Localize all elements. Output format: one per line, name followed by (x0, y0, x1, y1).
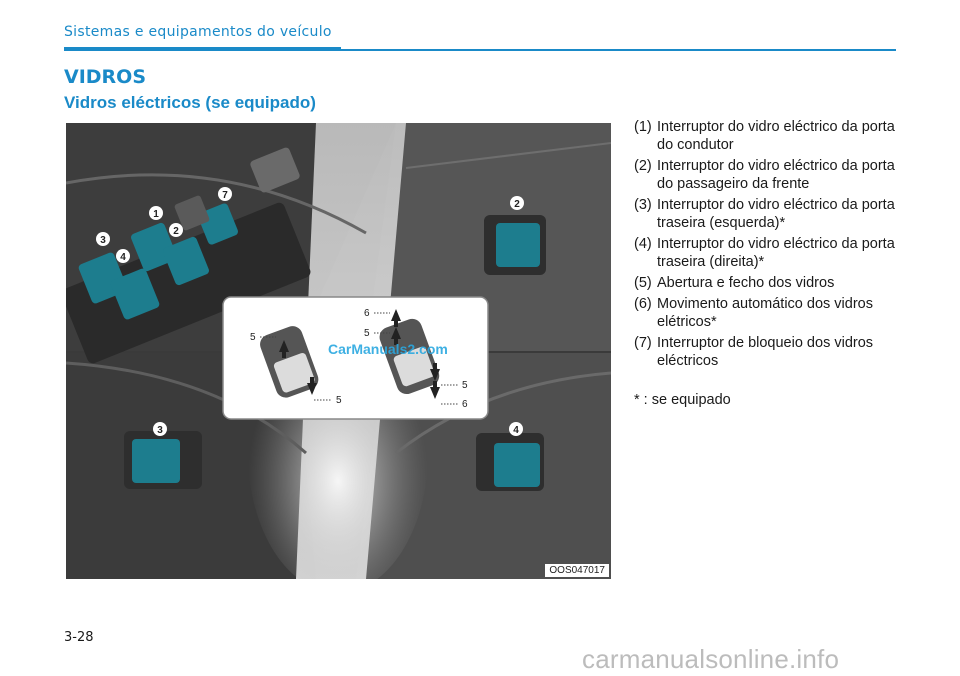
chapter-title: VIDROS (64, 66, 147, 88)
legend-text: Movimento automático dos vidros elétrico… (657, 296, 873, 330)
driver-switch-cluster (66, 147, 311, 364)
legend-item: (1) Interruptor do vidro eléctrico da por… (634, 118, 904, 154)
legend-text: Interruptor do vidro eléctrico da porta … (657, 158, 895, 192)
legend-num: (1) (634, 119, 652, 135)
callout-3-rear: 3 (157, 425, 163, 436)
legend-item: (2) Interruptor do vidro eléctrico da por… (634, 157, 904, 193)
figure-watermark: CarManuals2.com (328, 341, 448, 357)
legend-text: Interruptor do vidro eléctrico da porta … (657, 197, 895, 231)
callout-4: 4 (120, 252, 126, 263)
legend-item: (5) Abertura e fecho dos vidros (634, 274, 904, 292)
callout-1: 1 (153, 209, 159, 220)
legend-list: (1) Interruptor do vidro eléctrico da por… (634, 118, 904, 373)
legend-num: (5) (634, 275, 652, 291)
inset-label-6-up: 6 (364, 308, 370, 319)
legend-text: Interruptor de bloqueio dos vidros eléct… (657, 335, 874, 369)
legend-num: (7) (634, 335, 652, 351)
passenger-switch (496, 223, 540, 267)
header-rule-thick (64, 47, 341, 51)
page-number: 3-28 (64, 630, 94, 645)
legend-item: (7) Interruptor de bloqueio dos vidros el… (634, 334, 904, 370)
legend-text: Interruptor do vidro eléctrico da porta … (657, 236, 895, 270)
site-watermark: carmanualsonline.info (582, 644, 840, 674)
inset-label-5-left-down: 5 (336, 395, 342, 406)
power-window-figure: 1 2 3 4 7 2 3 4 (66, 123, 611, 579)
legend-num: (6) (634, 296, 652, 312)
legend-item: (3) Interruptor do vidro eléctrico da por… (634, 196, 904, 232)
legend-text: Interruptor do vidro eléctrico da porta … (657, 119, 895, 153)
callout-3: 3 (100, 235, 106, 246)
callout-2-passenger: 2 (514, 199, 520, 210)
switch-operation-inset: 5 5 6 5 5 6 (222, 296, 489, 420)
figure-code: OOS047017 (545, 564, 609, 577)
rear-left-switch (132, 439, 180, 483)
legend-num: (2) (634, 158, 652, 174)
inset-label-6-down: 6 (462, 399, 468, 410)
legend-text: Abertura e fecho dos vidros (657, 275, 835, 291)
header-rule-thin (341, 49, 896, 51)
legend-num: (4) (634, 236, 652, 252)
legend-item: (6) Movimento automático dos vidros elétr… (634, 295, 904, 331)
equipment-note: * : se equipado (634, 392, 731, 408)
rear-right-switch (494, 443, 540, 487)
inset-label-5-right-up: 5 (364, 328, 370, 339)
legend-item: (4) Interruptor do vidro eléctrico da por… (634, 235, 904, 271)
legend-num: (3) (634, 197, 652, 213)
callout-4-rear: 4 (513, 425, 519, 436)
figure-illustration: 1 2 3 4 7 2 3 4 (66, 123, 611, 579)
inset-label-5-right-down: 5 (462, 380, 468, 391)
section-header: Sistemas e equipamentos do veículo (64, 24, 332, 40)
inset-label-5-left-up: 5 (250, 332, 256, 343)
subsection-title: Vidros eléctricos (se equipado) (64, 93, 316, 112)
callout-2: 2 (173, 226, 179, 237)
callout-7: 7 (222, 190, 228, 201)
